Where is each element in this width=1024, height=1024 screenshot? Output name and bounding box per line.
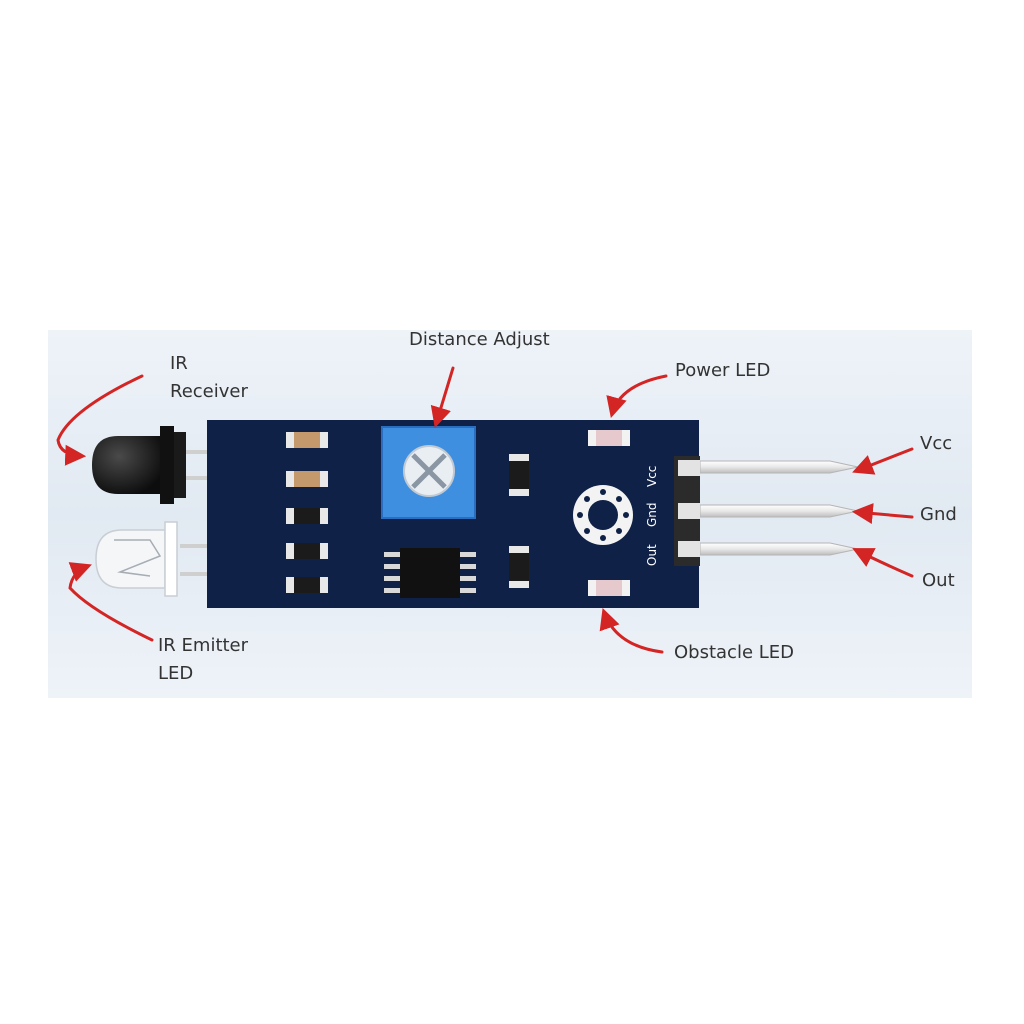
arrow-gnd (851, 503, 914, 524)
arrow-power-led (606, 374, 668, 419)
header-pins (674, 456, 859, 566)
ir-emitter (95, 521, 232, 597)
label-vcc: Vcc (920, 433, 953, 454)
mounting-hole (573, 485, 633, 545)
label-gnd: Gnd (920, 504, 957, 525)
arrow-ir-emitter (68, 562, 154, 642)
smd-components-vertical (509, 454, 529, 588)
arrow-distance-adjust (430, 366, 455, 429)
pin-label-gnd: Gnd (645, 502, 659, 527)
label-distance-adjust: Distance Adjust (409, 329, 550, 350)
power-led (588, 430, 630, 446)
pin-label-out: Out (645, 544, 659, 566)
arrow-ir-receiver (56, 374, 144, 466)
obstacle-led (588, 580, 630, 596)
arrow-vcc (852, 447, 914, 475)
arrow-out (852, 548, 914, 578)
label-out: Out (922, 570, 955, 591)
label-power-led: Power LED (675, 360, 771, 381)
comparator-ic (384, 548, 476, 598)
pin-label-vcc: Vcc (645, 466, 659, 487)
label-obstacle-led: Obstacle LED (674, 642, 795, 663)
potentiometer (381, 426, 476, 519)
smd-components-left (286, 432, 328, 593)
arrow-obstacle-led (599, 608, 664, 654)
